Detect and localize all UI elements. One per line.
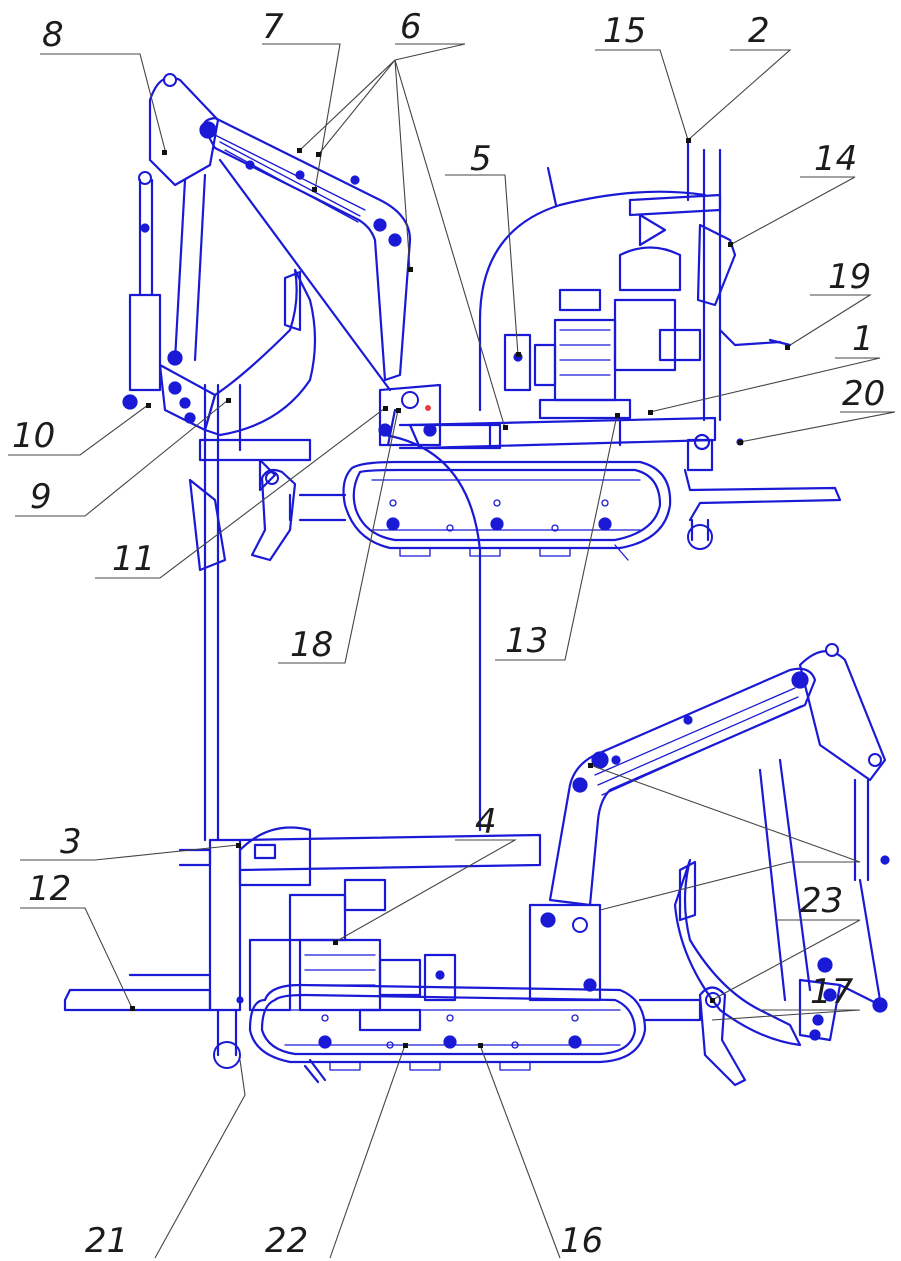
arm-top (122, 73, 392, 410)
canopy-arc-bottom (188, 383, 482, 842)
callout-13: 13 (505, 621, 548, 661)
callout-16: 16 (560, 1221, 603, 1261)
arm-bottom (758, 643, 890, 1013)
ripper-tooth-bottom (698, 986, 747, 1087)
crawler-track-top (342, 460, 672, 561)
callout-4: 4 (475, 802, 497, 842)
callout-2: 2 (748, 11, 770, 51)
callout-10: 10 (12, 416, 55, 456)
callout-22: 22 (265, 1221, 308, 1261)
chassis-frame-top (288, 416, 842, 550)
callout-8: 8 (42, 15, 64, 55)
chassis-frame-bottom (63, 833, 702, 1069)
boom-top (199, 116, 412, 382)
canopy-arc-top (478, 138, 737, 422)
boom-bottom (548, 667, 817, 907)
leader-lines (8, 43, 896, 1259)
swing-bracket-top (378, 383, 502, 450)
callout-12: 12 (28, 869, 71, 909)
ripper-tooth-top (250, 468, 297, 562)
callout-5: 5 (470, 139, 492, 179)
callout-7: 7 (262, 7, 284, 47)
callout-markers (130, 138, 790, 1048)
excavator-side-view-right (63, 383, 890, 1087)
swing-bracket-bottom (528, 903, 602, 1002)
callout-19: 19 (828, 257, 871, 297)
callout-18: 18 (290, 625, 333, 665)
callout-20: 20 (842, 374, 885, 414)
callout-9: 9 (30, 477, 52, 517)
engine-bottom (128, 826, 457, 1032)
crawler-track-bottom (248, 983, 647, 1084)
control-lever-top (718, 328, 792, 347)
bucket-bottom (673, 858, 882, 1047)
callout-11: 11 (112, 539, 155, 579)
callout-6: 6 (400, 7, 422, 47)
callout-21: 21 (85, 1221, 128, 1261)
callout-labels: 8 7 6 5 15 2 14 19 1 20 10 9 11 18 13 4 … (12, 7, 885, 1261)
callout-3: 3 (60, 822, 82, 862)
callout-23: 23 (800, 881, 843, 921)
excavator-side-view-left (122, 73, 842, 562)
callout-14: 14 (814, 139, 857, 179)
callout-17: 17 (810, 972, 854, 1012)
engine-top (503, 246, 702, 420)
bucket-top (158, 268, 317, 437)
callout-1: 1 (852, 319, 874, 359)
callout-15: 15 (603, 11, 646, 51)
